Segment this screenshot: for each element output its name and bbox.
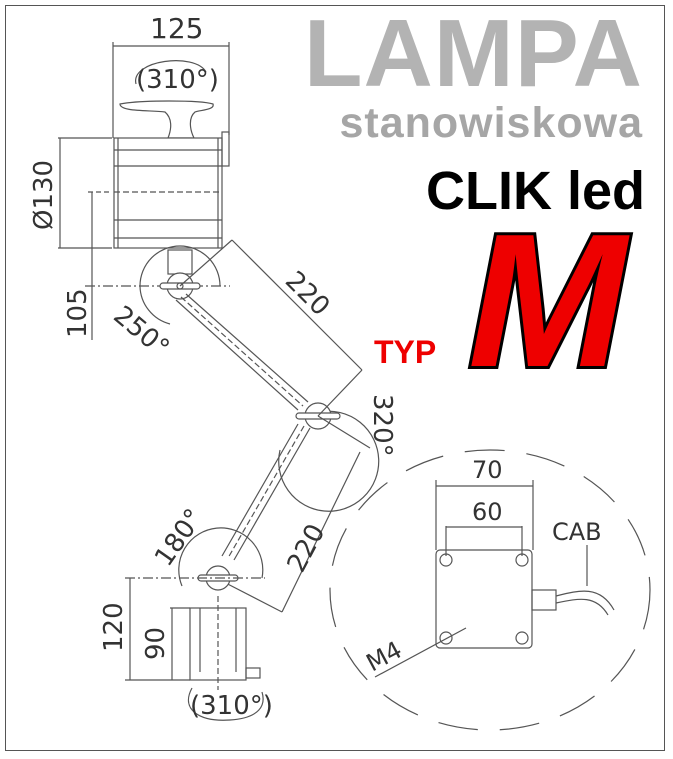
dim-base-rotation: (310°)	[190, 691, 273, 721]
dim-head-rotation: (310°)	[136, 65, 219, 95]
dim-base-height: 90	[141, 627, 171, 660]
dim-joint3-angle: 180°	[149, 503, 210, 572]
dim-joint2-angle: 320°	[367, 394, 397, 457]
dim-base-joint-height: 120	[99, 602, 129, 652]
dim-head-width: 125	[150, 12, 203, 45]
dim-arm2-length: 220	[282, 519, 332, 577]
dim-joint1-angle: 250°	[108, 300, 175, 363]
dim-arm1-length: 220	[279, 266, 335, 322]
detail-hole-spacing: 60	[472, 498, 503, 526]
detail-screw-label: M4	[362, 636, 407, 678]
type-m-logo: M	[468, 195, 630, 407]
detail-outer-width: 70	[472, 456, 503, 484]
title-clik-led: CLIK led	[425, 161, 645, 221]
detail-cable-label: CAB	[552, 518, 602, 546]
drawing-frame	[5, 5, 665, 751]
dim-head-diameter: Ø130	[29, 160, 59, 230]
title-lampa: LAMPA	[303, 0, 643, 107]
type-label: TYP	[374, 334, 437, 370]
title-stanowiskowa: stanowiskowa	[339, 99, 643, 147]
dim-head-joint-offset: 105	[63, 288, 93, 338]
